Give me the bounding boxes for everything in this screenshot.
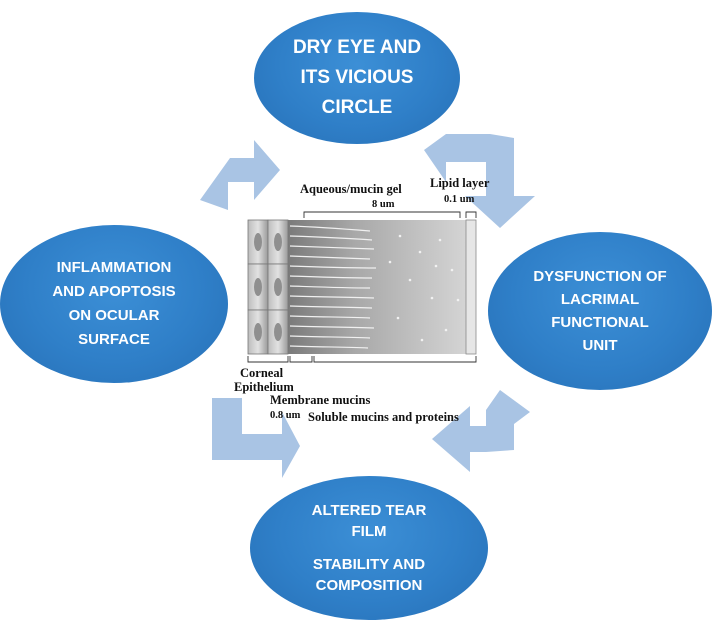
oval-bottom-line-1: ALTERED TEAR [311, 502, 427, 519]
membrane-mucin-strands [289, 225, 377, 349]
soluble-mucins-label: Soluble mucins and proteins [308, 410, 459, 424]
oval-top-line-1: DRY EYE AND [292, 37, 422, 58]
oval-top-line-3: CIRCLE [321, 97, 393, 118]
oval-left-line-4: SURFACE [78, 331, 150, 348]
oval-dry-eye: DRY EYE AND ITS VICIOUS CIRCLE [254, 12, 460, 144]
oval-inflammation: INFLAMMATION AND APOPTOSIS ON OCULAR SUR… [0, 225, 228, 383]
oval-lacrimal-dysfunction: DYSFUNCTION OF LACRIMAL FUNCTIONAL UNIT [488, 232, 712, 390]
membrane-mucins-thickness: 0.8 um [270, 410, 301, 421]
aqueous-gel-thickness: 8 um [372, 199, 395, 210]
oval-top-line-2: ITS VICIOUS [300, 67, 414, 88]
oval-bottom-line-2: FILM [351, 523, 387, 540]
corneal-label-1: Corneal [240, 366, 284, 380]
oval-altered-tear-film: ALTERED TEAR FILM STABILITY AND COMPOSIT… [250, 476, 488, 620]
oval-bottom-line-3: STABILITY AND [312, 556, 426, 573]
membrane-mucins-label: Membrane mucins [270, 393, 371, 407]
measurement-brackets [247, 211, 477, 363]
arrow-bottom-right [455, 390, 530, 452]
lipid-layer-label: Lipid layer [430, 176, 490, 190]
oval-right-line-1: DYSFUNCTION OF [533, 268, 667, 285]
oval-bottom-line-4: COMPOSITION [315, 577, 423, 594]
corneal-label-2: Epithelium [234, 380, 294, 394]
aqueous-gel-label: Aqueous/mucin gel [300, 182, 402, 196]
oval-right-line-3: FUNCTIONAL [551, 314, 649, 331]
soluble-mucin-dots [388, 234, 460, 342]
oval-right-line-4: UNIT [582, 337, 618, 354]
arrow-bottom-right-head [432, 406, 470, 472]
oval-left-line-2: AND APOPTOSIS [52, 283, 176, 300]
oval-right-line-2: LACRIMAL [560, 291, 640, 308]
oval-left-line-1: INFLAMMATION [56, 259, 172, 276]
lipid-layer-thickness: 0.1 um [444, 194, 475, 205]
arrow-top-right [424, 134, 535, 228]
arrow-top-left [200, 140, 280, 210]
arrow-bottom-left [212, 398, 300, 478]
corneal-epithelium-cells [247, 219, 289, 355]
oval-left-line-3: ON OCULAR [68, 307, 160, 324]
lipid-layer-strip [465, 219, 477, 355]
